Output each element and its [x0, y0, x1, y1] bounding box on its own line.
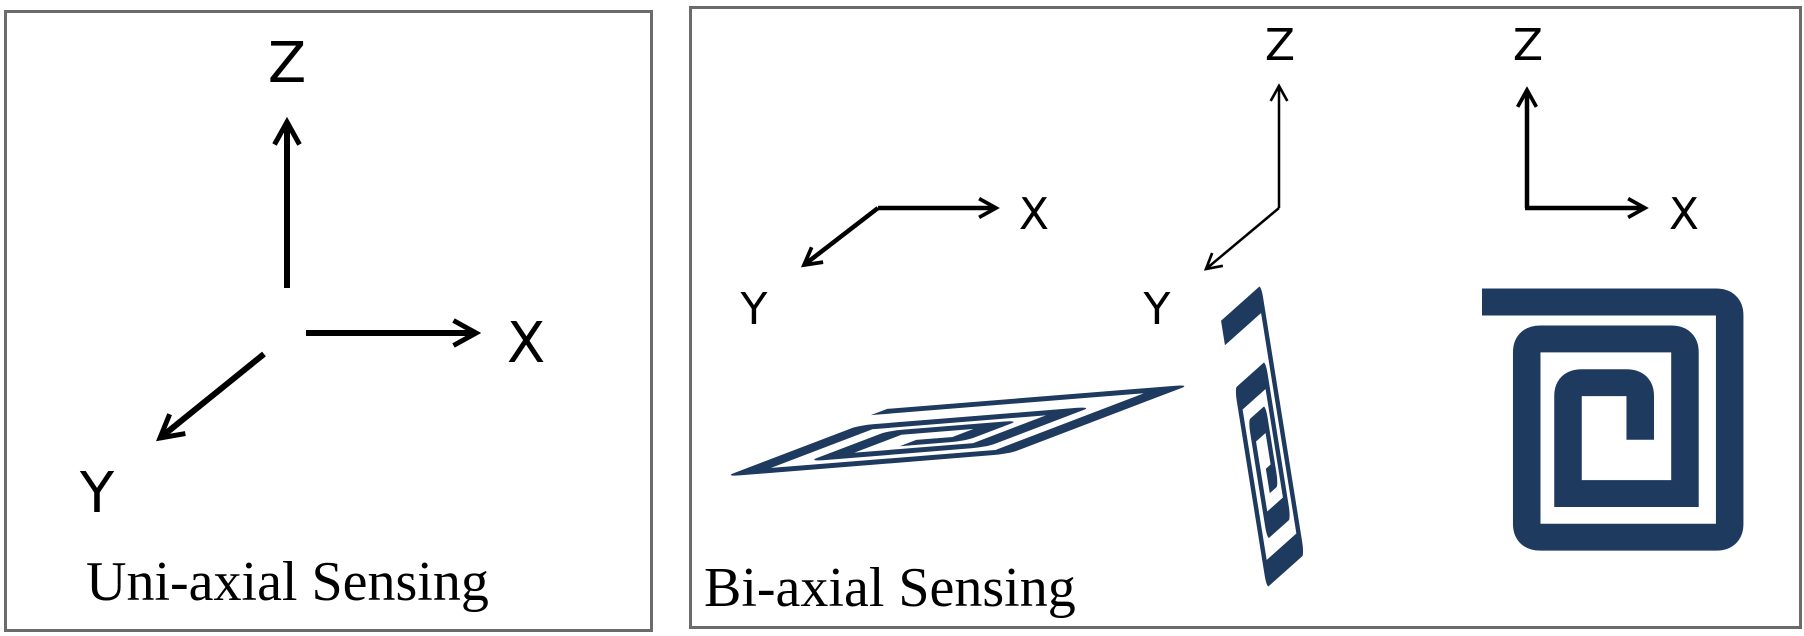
uniaxial-axes: Z X Y: [79, 31, 545, 526]
biaxial-frame-c: Z X: [1513, 20, 1699, 240]
biaxial-caption: Bi-axial Sensing: [704, 557, 1076, 619]
biaxial-frame-b: Z Y: [1143, 20, 1296, 335]
y-axis-arrow: [804, 206, 880, 265]
coil-face-on: [1482, 288, 1744, 551]
x-axis-label: X: [507, 311, 545, 376]
coil-tilted: [1223, 299, 1300, 578]
y-axis-label: Y: [1143, 284, 1171, 335]
uniaxial-panel: [4, 10, 653, 632]
x-axis-label: X: [1669, 189, 1699, 240]
y-axis-label: Y: [79, 461, 115, 526]
uniaxial-caption: Uni-axial Sensing: [86, 551, 489, 613]
y-axis-arrow: [1203, 207, 1280, 271]
z-axis-label: Z: [1513, 20, 1543, 71]
coil-flat: [714, 389, 1168, 475]
y-axis-arrow: [160, 351, 266, 438]
x-axis-label: X: [1019, 189, 1049, 240]
z-axis-label: Z: [1265, 20, 1295, 71]
z-axis-label: Z: [268, 31, 306, 96]
y-axis-label: Y: [740, 284, 768, 335]
biaxial-frame-a: X Y: [740, 189, 1050, 335]
